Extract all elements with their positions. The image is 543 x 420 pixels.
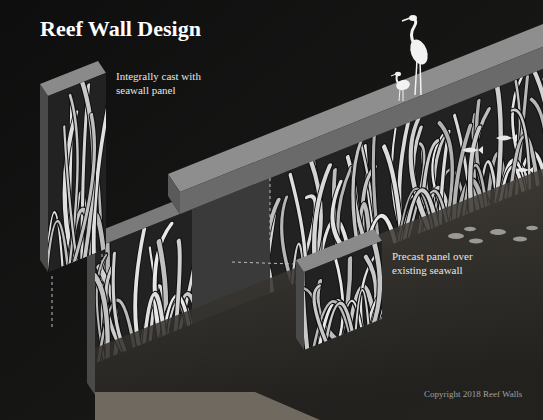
sea-floor xyxy=(95,392,320,420)
egret-leg xyxy=(415,60,417,95)
reef-roots xyxy=(304,241,382,350)
fish xyxy=(496,134,517,142)
diagram-title: Reef Wall Design xyxy=(40,16,201,42)
fish xyxy=(462,146,483,154)
copyright-note: Copyright 2018 Reef Walls xyxy=(424,389,522,400)
panel-end-face xyxy=(40,84,48,272)
egret-neck xyxy=(412,18,416,44)
root-stroke xyxy=(72,113,94,268)
panel-end-face xyxy=(296,260,304,350)
root-outline xyxy=(335,252,343,344)
cap-end-face xyxy=(168,174,180,214)
fish xyxy=(462,134,533,173)
root-stroke xyxy=(314,283,328,350)
lily-pad xyxy=(526,226,538,230)
cap-top-face xyxy=(168,22,543,192)
root-outline xyxy=(72,113,94,268)
wall-end-face xyxy=(87,236,95,395)
callout-label: Precast panel over existing seawall xyxy=(392,250,496,278)
egret-leg xyxy=(420,60,421,95)
cap-front-face xyxy=(180,40,543,214)
root-stroke xyxy=(48,217,68,272)
lily-pad xyxy=(464,227,476,231)
lily-pad xyxy=(513,237,527,242)
root-stroke xyxy=(355,287,369,335)
egret-beak xyxy=(402,18,410,21)
seawall-cap xyxy=(168,22,543,214)
root-outline xyxy=(304,266,308,350)
root-outline xyxy=(372,241,380,329)
root-stroke xyxy=(372,241,380,329)
root-stroke xyxy=(335,252,343,344)
egret-beak xyxy=(391,74,396,76)
callout-label: Integrally cast with seawall panel xyxy=(116,70,220,98)
egret-leg xyxy=(399,89,400,101)
root-outline xyxy=(325,298,353,348)
lily-pads xyxy=(448,226,538,244)
guide-line xyxy=(102,254,103,300)
reef-texture xyxy=(300,225,409,357)
dashed-guides xyxy=(52,178,294,330)
reef-roots xyxy=(48,73,106,272)
root-outline xyxy=(314,283,328,350)
fish xyxy=(515,167,533,173)
root-outline xyxy=(355,287,369,335)
guide-line xyxy=(232,262,294,264)
egret-head xyxy=(409,15,417,21)
egrets xyxy=(391,15,431,101)
egret-leg xyxy=(403,89,404,101)
water xyxy=(95,162,543,420)
lily-pad xyxy=(469,239,483,244)
lily-pad xyxy=(490,229,506,235)
root-stroke xyxy=(304,266,308,350)
lily-pad xyxy=(448,233,464,239)
guide-line xyxy=(52,276,53,330)
root-outline xyxy=(48,217,68,272)
root-stroke xyxy=(325,298,353,348)
egret-body xyxy=(407,37,431,67)
guide-line xyxy=(270,178,271,240)
